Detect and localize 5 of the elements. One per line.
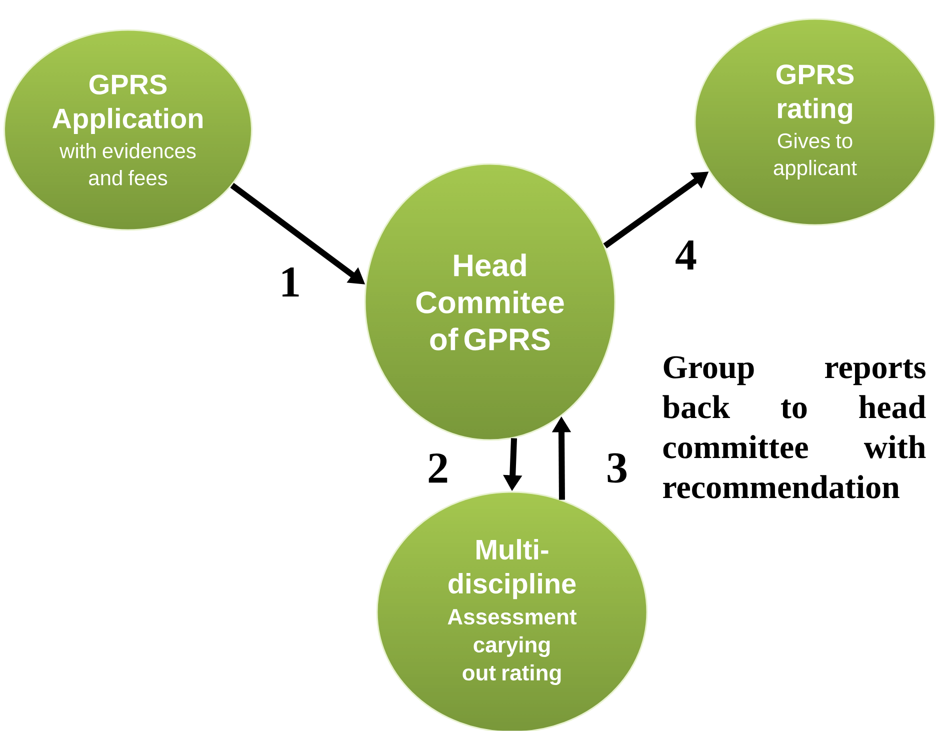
edge-label: 4 (674, 240, 698, 270)
edge-label: 1 (278, 266, 302, 298)
note-text: Group reports back to head committee with recommendation (662, 356, 926, 498)
edge-label: 3 (605, 452, 629, 484)
edge-label: 2 (426, 452, 450, 484)
